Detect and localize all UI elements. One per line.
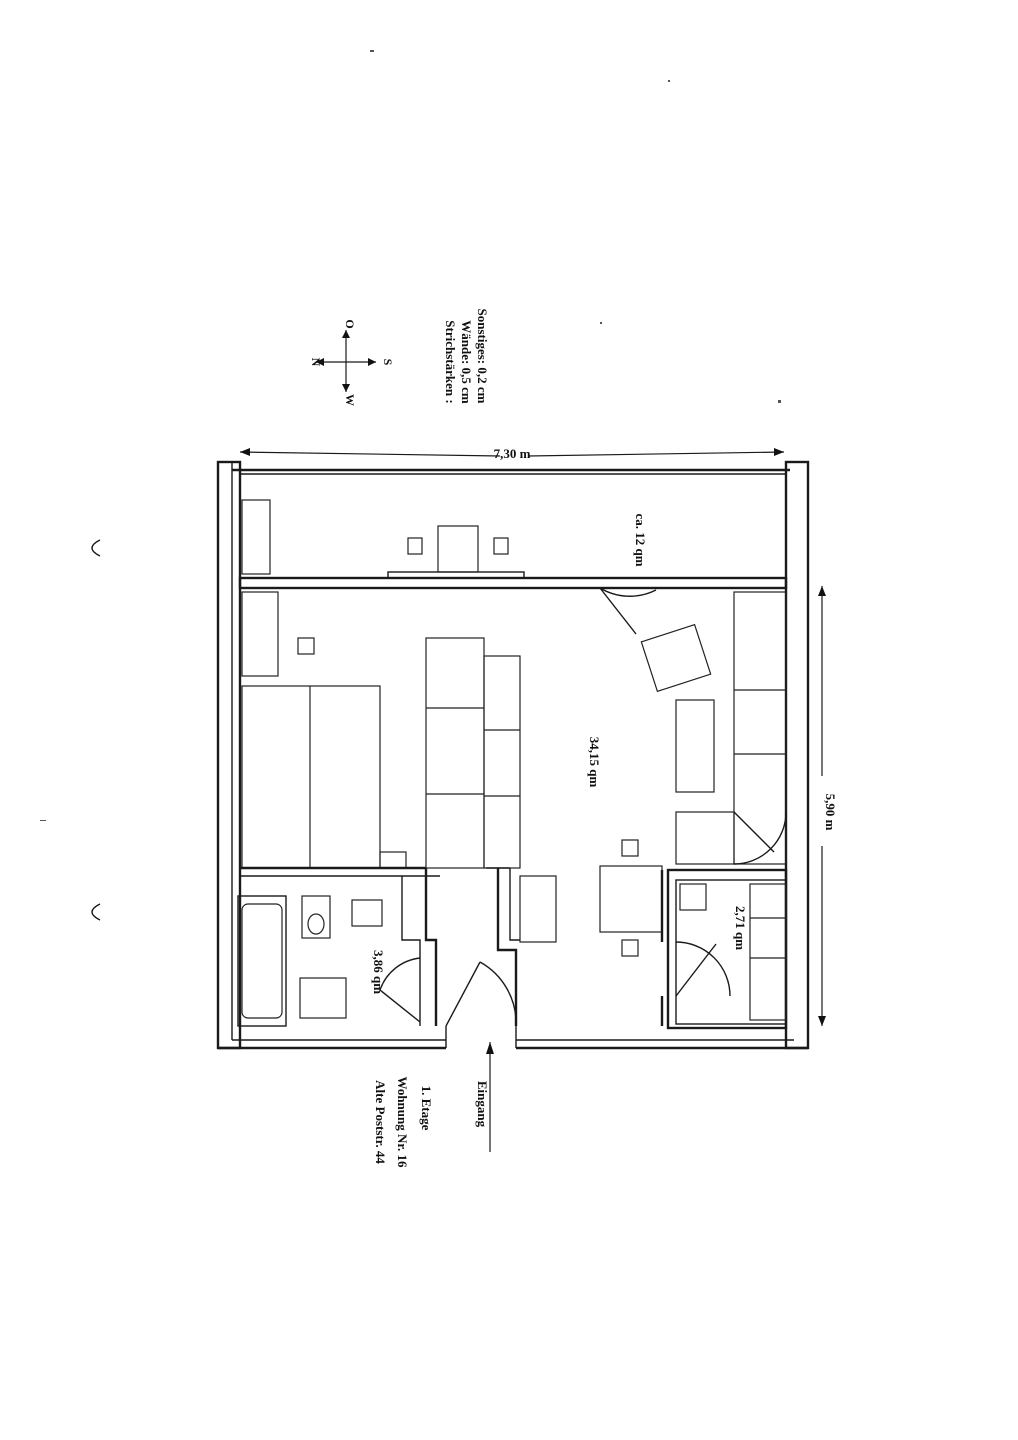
legend-title: Strichstärken : (443, 320, 458, 403)
depth-label: 5,90 m (823, 794, 838, 831)
outer-walls (216, 460, 810, 1050)
entrance-marker: Eingang (475, 1042, 494, 1152)
compass-east-label: O (343, 319, 357, 328)
wardrobe (241, 591, 279, 677)
speck (600, 322, 602, 324)
toilet-icon (307, 913, 325, 935)
speck (668, 80, 670, 82)
sideboard (483, 655, 521, 869)
room-labels: ca. 12 qm 34,15 qm 3,86 qm 2,71 qm (371, 513, 748, 994)
desk (599, 865, 663, 933)
bath-area-label: 3,86 qm (371, 950, 386, 994)
bed (241, 685, 381, 869)
balcony-area-label: ca. 12 qm (633, 513, 648, 566)
balcony-chair (493, 537, 509, 555)
kitchen-fixtures (679, 883, 787, 1021)
stool (621, 939, 639, 957)
nightstand (379, 851, 407, 869)
punch-hole-top (91, 539, 101, 557)
sofa (733, 591, 787, 865)
address-street: Alte Poststr. 44 (373, 1080, 388, 1164)
speck (40, 820, 46, 821)
entrance-label: Eingang (475, 1081, 490, 1128)
sink (351, 899, 383, 927)
balcony-table (437, 525, 479, 573)
interior-walls (240, 866, 788, 1030)
scan-artifacts (40, 50, 781, 921)
address-apartment: Wohnung Nr. 16 (395, 1077, 410, 1168)
living-area-label: 34,15 qm (587, 737, 602, 788)
address-floor: 1. Etage (419, 1086, 434, 1131)
balcony-chair (407, 537, 423, 555)
living-furniture (241, 591, 787, 957)
kitchen-counter (749, 883, 787, 1021)
door-swings (379, 587, 787, 1027)
bathtub (241, 903, 283, 1019)
legend-other: Sonstiges: 0,2 cm (475, 309, 490, 404)
legend-walls: Wände: 0,5 cm (459, 320, 474, 404)
compass-west-label: W (343, 394, 357, 406)
line-legend: Strichstärken : Wände: 0,5 cm Sonstiges:… (443, 309, 490, 404)
armchair (640, 623, 712, 693)
shelf-unit (425, 637, 485, 869)
bath-fixtures (237, 895, 383, 1027)
speck (370, 50, 374, 52)
balcony-bench (241, 499, 271, 575)
bath-room-walls (237, 895, 287, 1027)
compass-rose: N S O W (309, 319, 395, 406)
width-label: 7,30 m (494, 446, 531, 461)
compass-south-label: S (381, 359, 395, 366)
fridge (679, 883, 707, 911)
compass-north-label: N (309, 358, 323, 367)
punch-hole-bottom (91, 903, 101, 921)
kitchen-area-label: 2,71 qm (733, 906, 748, 950)
stool (297, 637, 315, 655)
depth-dimension: 5,90 m (818, 586, 838, 1026)
washer (299, 977, 347, 1019)
balcony-furniture (241, 499, 509, 575)
address-block: Alte Poststr. 44 Wohnung Nr. 16 1. Etage (373, 1077, 434, 1168)
coffee-table (675, 699, 715, 793)
cabinet (519, 875, 557, 943)
balcony-wall (238, 571, 788, 590)
stool (621, 839, 639, 857)
toilet-tank (301, 895, 331, 939)
speck (778, 400, 781, 403)
width-dimension: 7,30 m (239, 446, 785, 461)
sofa-corner (675, 811, 735, 865)
